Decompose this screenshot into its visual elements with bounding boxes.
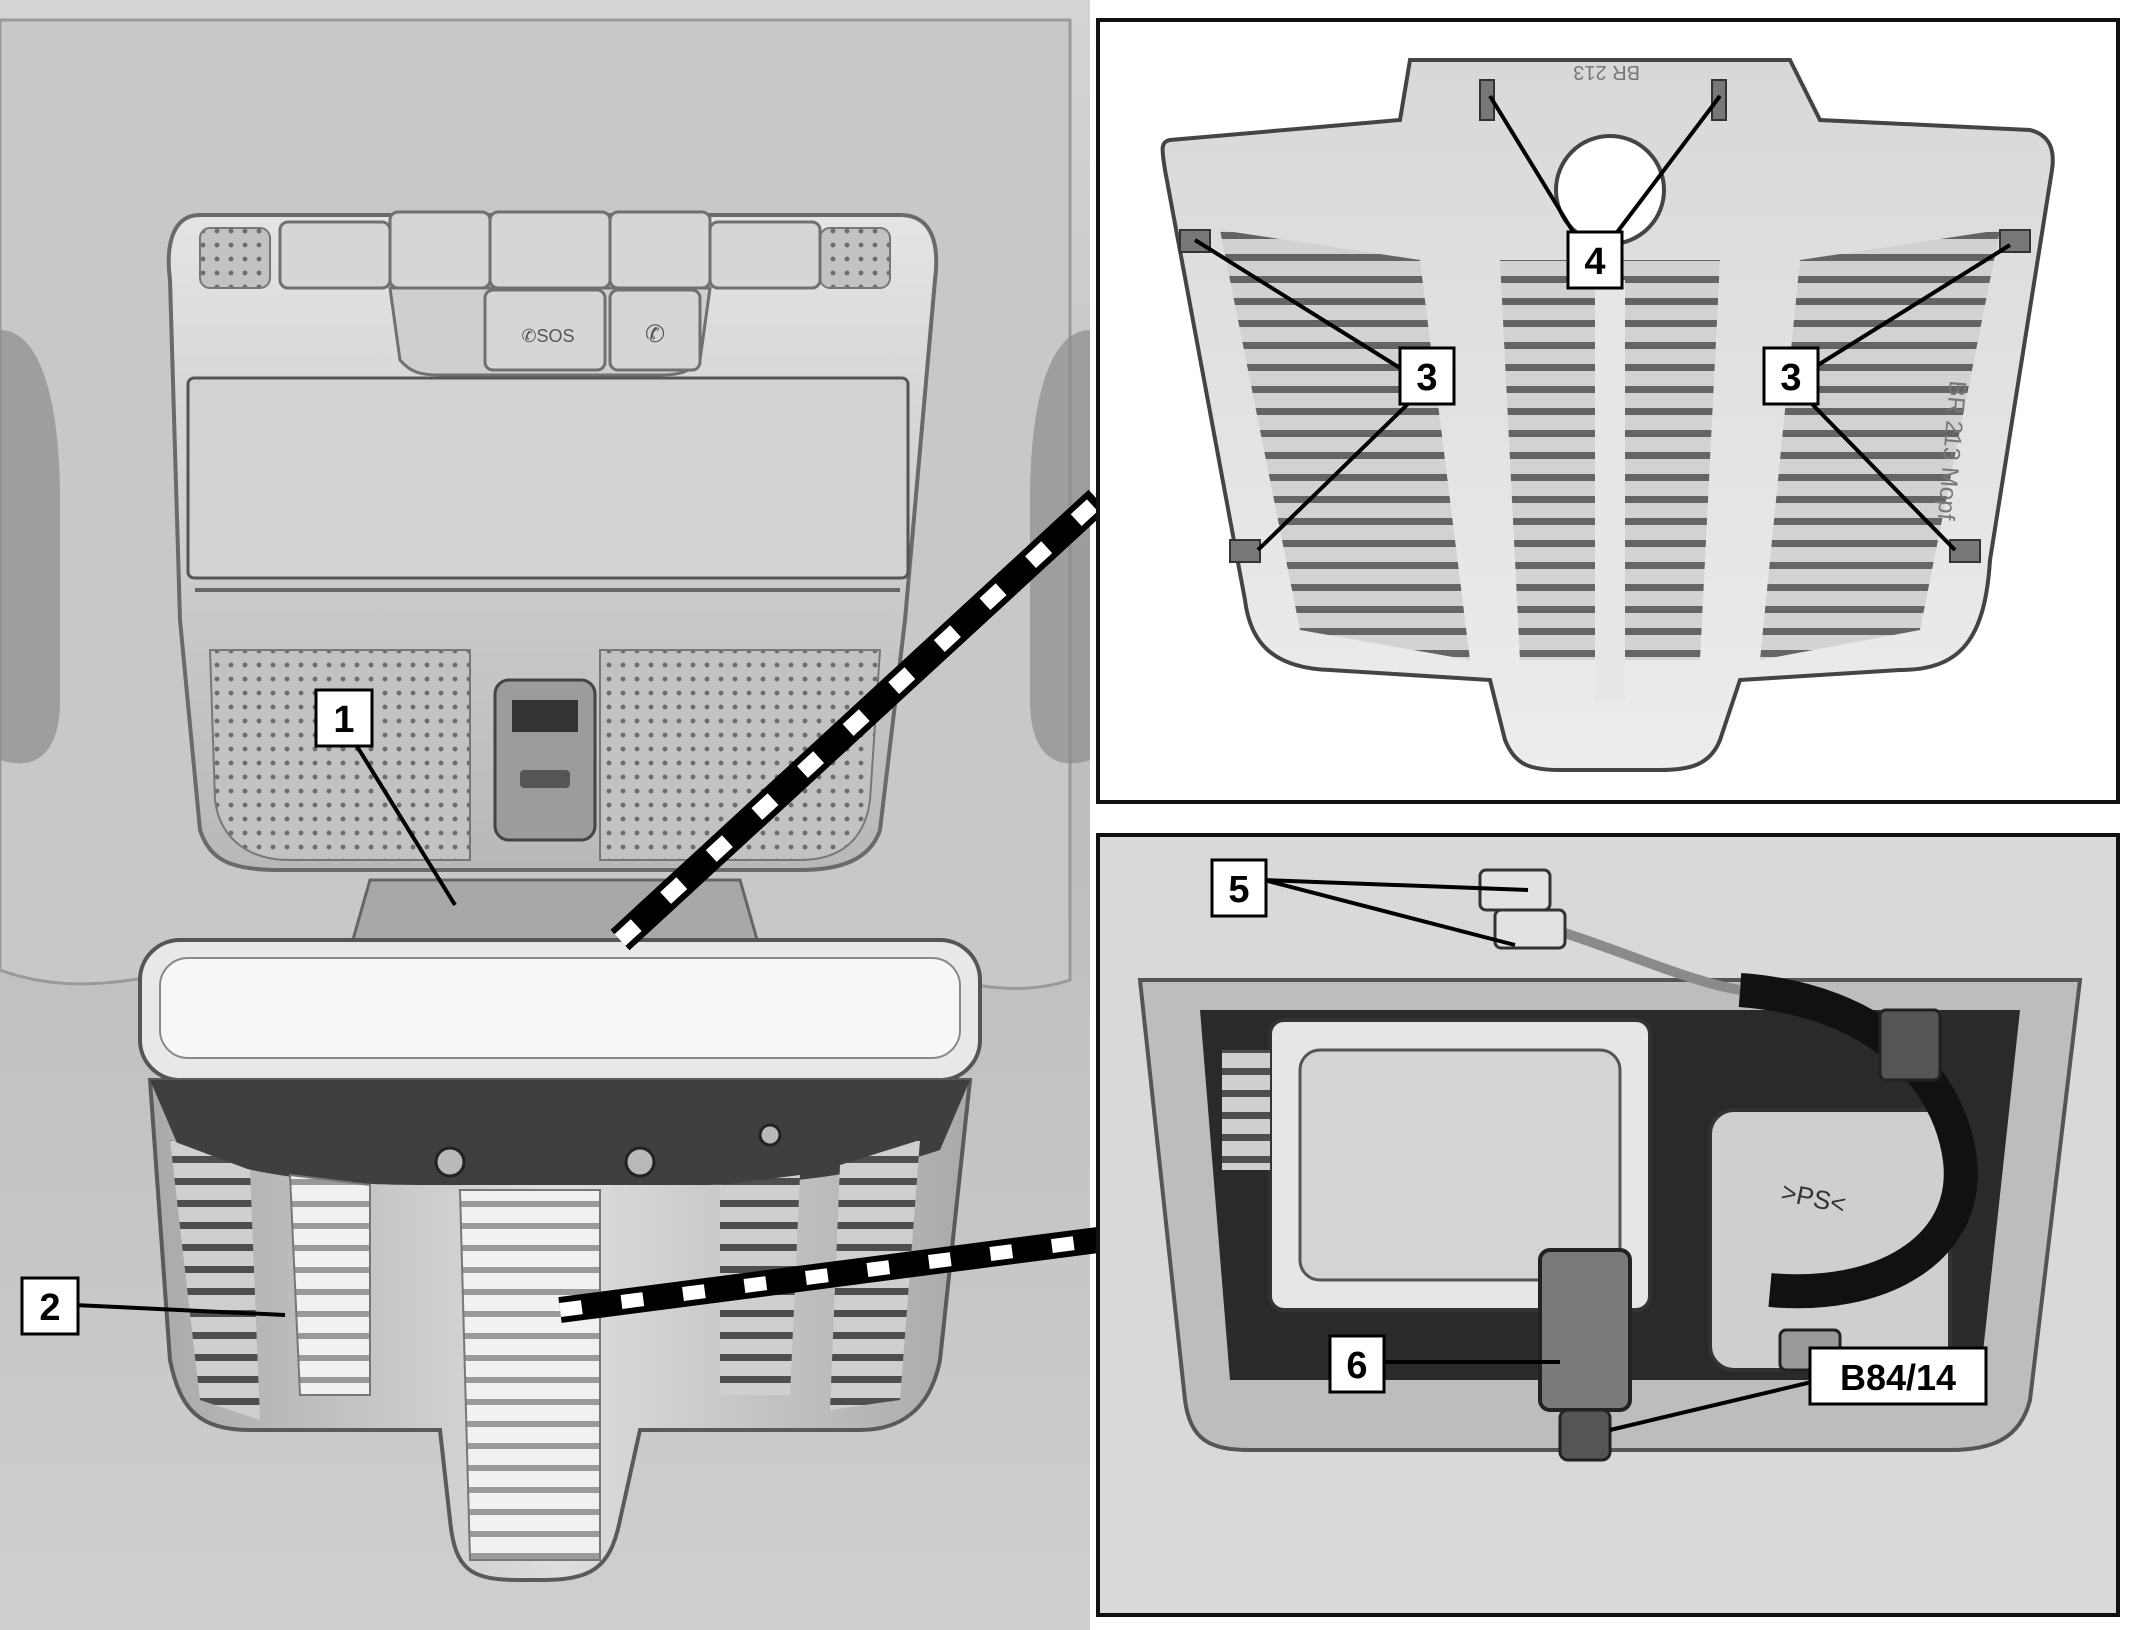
reading-light-left-button[interactable] bbox=[278, 220, 392, 290]
callout-5-label: 5 bbox=[1228, 869, 1249, 911]
plug-connector bbox=[1878, 1008, 1942, 1082]
sos-call-icon: ✆SOS bbox=[521, 326, 574, 346]
speaker-grille-icon bbox=[819, 227, 891, 289]
cover-vent-slats bbox=[170, 1140, 260, 1420]
speaker-grille-icon bbox=[199, 227, 271, 289]
camera-connector-slot bbox=[520, 770, 570, 788]
callout-5: 5 bbox=[1210, 858, 1529, 947]
camera-module-lens bbox=[1558, 1408, 1612, 1462]
cover-slot-pattern bbox=[1760, 230, 2000, 660]
cover-mount-screw bbox=[434, 1146, 466, 1178]
plug-connector bbox=[1493, 908, 1567, 950]
callout-1-label: 1 bbox=[333, 699, 354, 741]
roadside-assist-button[interactable] bbox=[608, 288, 702, 372]
sos-button[interactable] bbox=[483, 288, 607, 372]
perforated-lamp-area bbox=[208, 649, 471, 861]
callout-b84-14: B84/14 bbox=[1609, 1346, 1988, 1432]
camera-module bbox=[1538, 1248, 1632, 1412]
cover-slot-pattern bbox=[1220, 230, 1470, 660]
cover-center-rib bbox=[1595, 280, 1625, 700]
cover-mount-screw bbox=[624, 1146, 656, 1178]
callout-4: 4 bbox=[1488, 94, 1722, 290]
heat-sink bbox=[1222, 1050, 1270, 1170]
cover-vent-slats bbox=[458, 1189, 601, 1561]
side-recess-left bbox=[0, 330, 60, 764]
zoom-connector-top bbox=[614, 494, 1104, 946]
mirror-glass bbox=[159, 957, 961, 1059]
center-light-button[interactable] bbox=[488, 210, 612, 290]
callout-b84-14-label: B84/14 bbox=[1840, 1357, 1956, 1398]
console-display-area bbox=[186, 376, 910, 580]
reading-light-right-button[interactable] bbox=[708, 220, 822, 290]
retaining-clips bbox=[1179, 79, 2031, 563]
sensor-cover-dark-band bbox=[150, 1080, 970, 1185]
control-unit-lid bbox=[1298, 1048, 1622, 1282]
detail-panel-sensor-module: >PS< 5 6 B84/14 bbox=[1096, 833, 2120, 1617]
wiring-harness-cable bbox=[1738, 973, 1978, 1309]
cover-vent-slats bbox=[288, 1173, 371, 1396]
callout-2-label: 2 bbox=[39, 1287, 60, 1329]
button-cluster bbox=[278, 210, 822, 377]
sunroof-button[interactable] bbox=[608, 210, 712, 290]
callout-6: 6 bbox=[1328, 1334, 1560, 1394]
callout-1: 1 bbox=[314, 688, 457, 907]
callout-3-left: 3 bbox=[1193, 238, 1456, 552]
callout-4-label: 4 bbox=[1584, 241, 1605, 283]
perforated-lamp-area bbox=[599, 649, 882, 861]
callout-3-right: 3 bbox=[1762, 243, 2012, 552]
callout-2: 2 bbox=[20, 1276, 286, 1336]
interior-light-button[interactable] bbox=[388, 210, 492, 290]
zoom-connector-bottom bbox=[559, 1233, 1099, 1317]
camera-lens-window bbox=[512, 700, 578, 732]
callout-3-right-label: 3 bbox=[1780, 357, 1801, 399]
cover-mount-screw bbox=[758, 1123, 782, 1147]
part-marking-top: BR 213 bbox=[1573, 61, 1640, 83]
roadside-assist-icon: ✆ bbox=[645, 321, 665, 348]
detail-panel-sensor-cover: BR 213 BR 213 Mopf 4 3 bbox=[1096, 18, 2120, 804]
callout-6-label: 6 bbox=[1346, 1345, 1367, 1387]
callout-3-left-label: 3 bbox=[1416, 357, 1437, 399]
main-view: ✆SOS ✆ 1 bbox=[0, 0, 1108, 1630]
